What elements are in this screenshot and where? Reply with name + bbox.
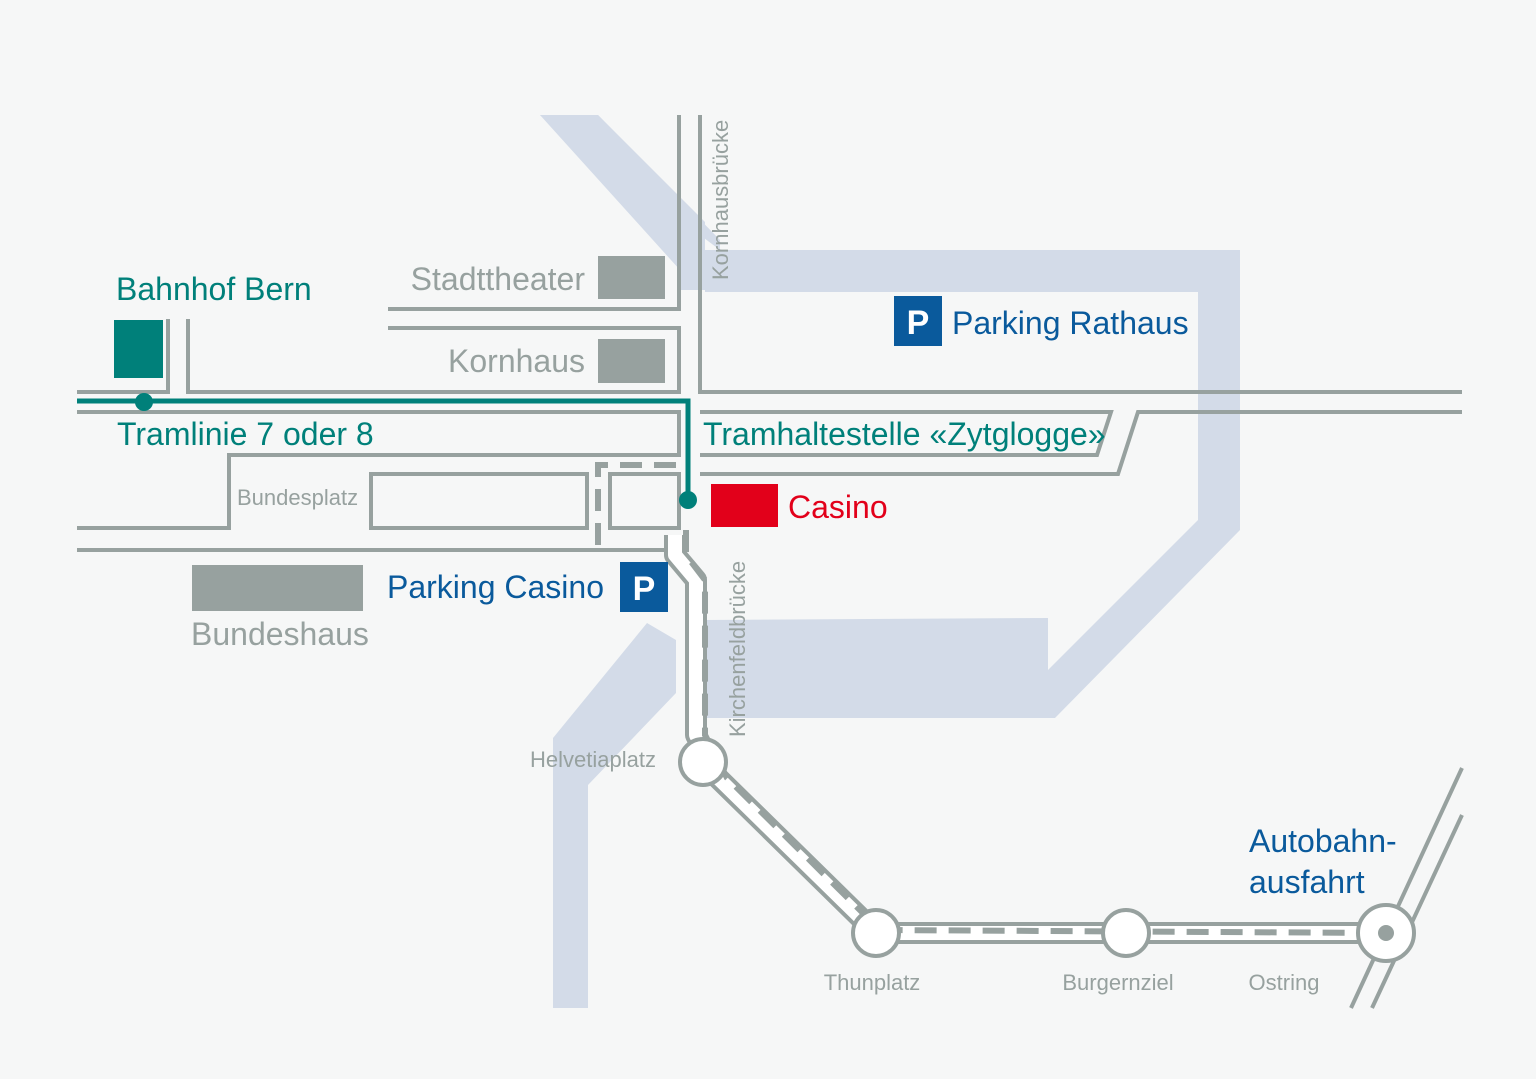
stadttheater-building [598,256,665,299]
roundabout-helvetiaplatz [678,737,728,787]
stadttheater-label: Stadttheater [411,261,586,297]
autobahn-exit-dot [1378,925,1394,941]
parking-casino-symbol: P [633,570,656,608]
kornhausbruecke-label: Kornhausbrücke [708,120,733,280]
river-aare [540,115,1240,1008]
casino-building [711,484,778,527]
roundabout-burgernziel [1101,908,1151,958]
kornhaus-building [598,339,665,383]
tram-stop-label: Tramhaltestelle «Zytglogge» [703,416,1106,452]
bahnhof-building [114,320,163,378]
thunplatz-label: Thunplatz [824,970,921,995]
casino-label: Casino [788,489,888,525]
tram-line-label: Tramlinie 7 oder 8 [117,416,374,452]
tram-stop-zytglogge [679,491,697,509]
bahnhof-bern-label: Bahnhof Bern [116,271,312,307]
helvetiaplatz-label: Helvetiaplatz [530,747,656,772]
parking-casino-label: Parking Casino [387,569,604,605]
burgernziel-label: Burgernziel [1062,970,1173,995]
roundabout-thunplatz [851,908,901,958]
ostring-label: Ostring [1249,970,1320,995]
parking-rathaus-symbol: P [907,304,930,342]
tram-line [77,393,697,509]
bundesplatz-label: Bundesplatz [237,485,358,510]
parking-casino-sign [620,562,668,612]
kirchenfeldbruecke-label: Kirchenfeldbrücke [725,561,750,737]
kornhaus-label: Kornhaus [448,343,585,379]
bundeshaus-building [192,565,363,611]
tram-stop-bahnhof [135,393,153,411]
autobahn-roads [1349,767,1464,1009]
autobahn-label-line1: Autobahn- [1249,823,1397,859]
autobahn-label-line2: ausfahrt [1249,864,1365,900]
parking-rathaus-label: Parking Rathaus [952,305,1189,341]
parking-rathaus-sign [894,296,942,346]
bundeshaus-label: Bundeshaus [191,616,369,652]
